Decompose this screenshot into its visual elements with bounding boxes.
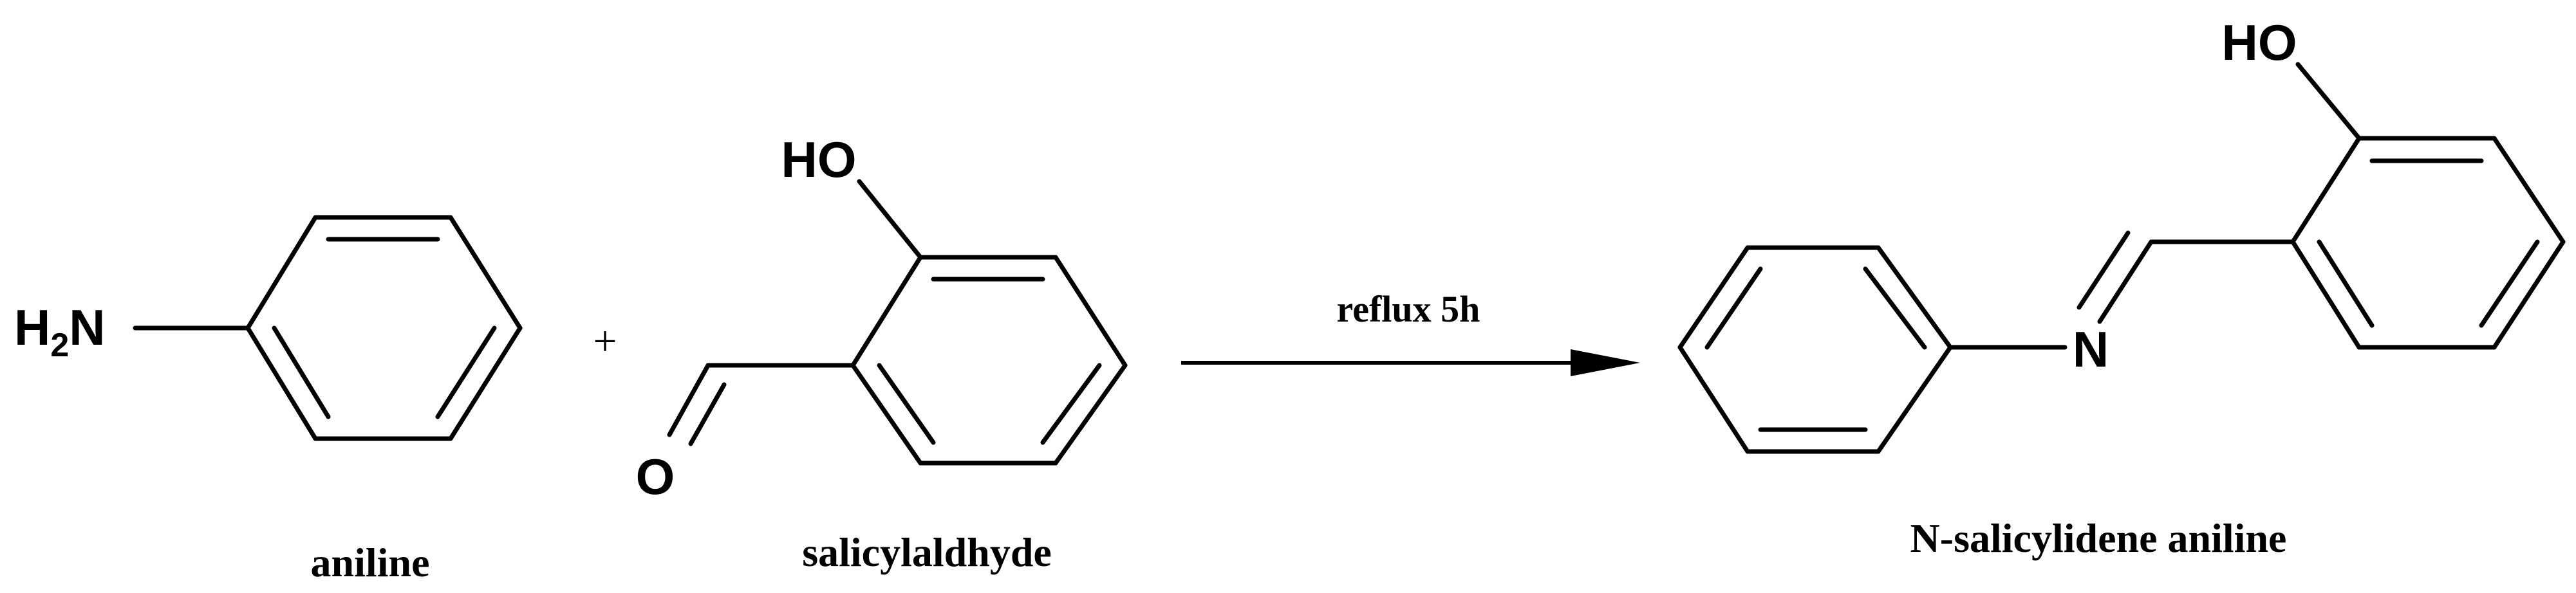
- double-bond-inner: [435, 325, 497, 419]
- arrow-head: [1571, 349, 1640, 376]
- aniline-name: aniline: [311, 540, 430, 585]
- salicylaldehyde-name: salicylaldhyde: [802, 529, 1052, 575]
- bond: [850, 255, 923, 368]
- double-bond-inner: [2479, 239, 2540, 328]
- product-phenol-ring: [2290, 136, 2566, 350]
- imine-nitrogen-label: N: [2073, 321, 2109, 378]
- product-structure: N HO: [1677, 14, 2566, 454]
- hydroxyl-bond: [857, 179, 923, 260]
- bond: [850, 363, 923, 466]
- carbonyl-bond: [667, 363, 711, 437]
- product-phenyl-ring: [1677, 245, 1953, 454]
- double-bond-inner: [2317, 239, 2375, 328]
- bond: [448, 215, 523, 331]
- hydroxyl-label: HO: [781, 131, 857, 188]
- salicylaldehyde-structure: HO O: [636, 131, 1128, 505]
- product-hydroxyl-label: HO: [2222, 14, 2297, 71]
- imine-double-bond: [2077, 230, 2131, 310]
- bond: [1053, 363, 1128, 466]
- bond: [1677, 345, 1750, 454]
- double-bond-inner: [1704, 266, 1763, 350]
- reaction-arrow: [1181, 349, 1640, 376]
- bond: [245, 215, 318, 331]
- bond: [2492, 136, 2566, 244]
- bond: [2290, 136, 2362, 244]
- bond: [448, 325, 523, 441]
- reaction-condition: reflux 5h: [1337, 288, 1480, 330]
- bond: [2290, 239, 2362, 350]
- carbonyl-oxygen-label: O: [636, 448, 675, 505]
- salicylaldehyde-benzene-ring: [850, 255, 1128, 466]
- hydroxyl-bond: [2295, 62, 2362, 141]
- product-name: N-salicylidene aniline: [1910, 515, 2287, 561]
- carbonyl-double-bond: [688, 382, 727, 446]
- bond: [245, 325, 318, 441]
- bond: [1876, 245, 1953, 350]
- aniline-structure: H2N: [14, 215, 523, 441]
- double-bond-inner: [1863, 266, 1927, 350]
- amine-group-label: H2N: [14, 299, 106, 364]
- aniline-benzene-ring: [245, 215, 523, 441]
- double-bond-inner: [272, 325, 331, 419]
- imine-bond: [2097, 239, 2154, 324]
- bond: [2492, 239, 2566, 350]
- plus-sign: +: [593, 318, 617, 365]
- double-bond-inner: [1040, 363, 1102, 445]
- double-bond-inner: [877, 363, 936, 445]
- bond: [1876, 345, 1953, 454]
- bond: [1053, 255, 1128, 368]
- bond: [1677, 245, 1750, 350]
